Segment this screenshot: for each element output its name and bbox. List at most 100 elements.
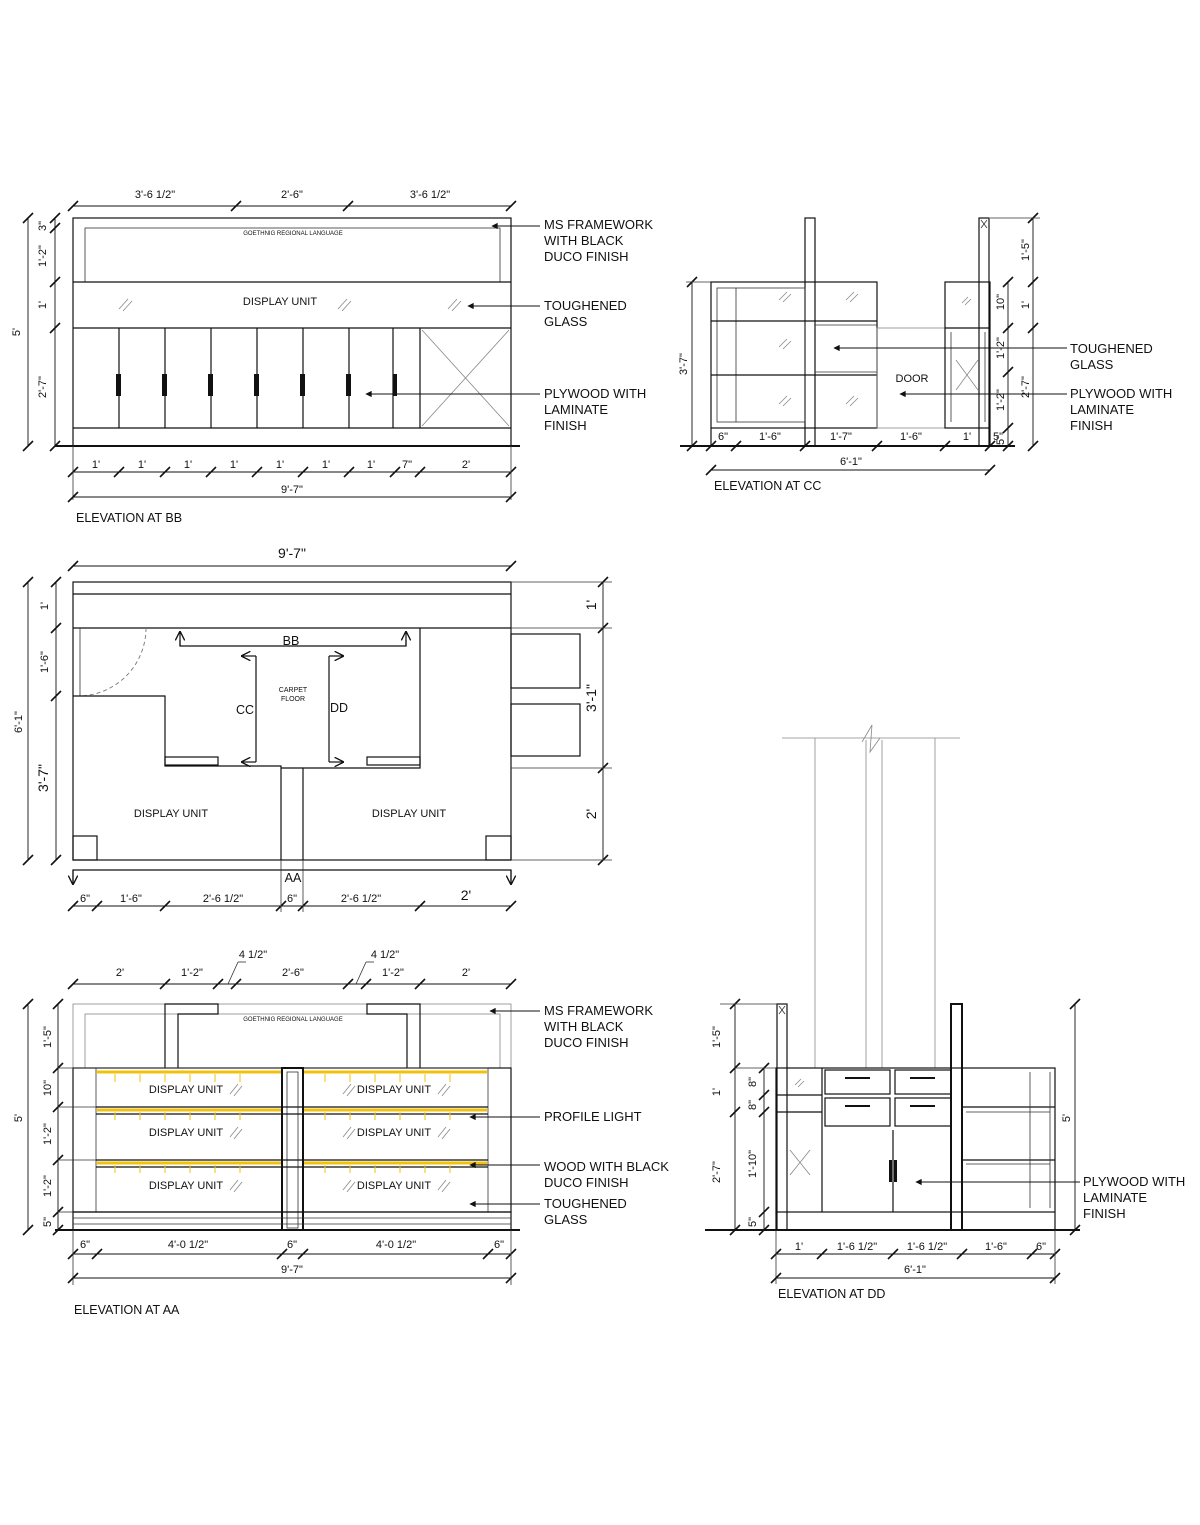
cc-bottom-dim-2: 1'-6" xyxy=(759,431,781,443)
bb-left-dim-4: 2'-7" xyxy=(37,376,49,398)
aa-top-dim-4: 1'-2" xyxy=(382,967,404,979)
plan-bottom-dim-3: 2'-6 1/2" xyxy=(203,893,243,905)
aa-unit-5: DISPLAY UNIT xyxy=(149,1180,223,1192)
aa-left-dim-4: 1'-2" xyxy=(42,1175,54,1197)
cc-right-dim-inner-4: 5" xyxy=(995,435,1007,445)
aa-title: ELEVATION AT AA xyxy=(74,1303,180,1317)
bb-bottom-dim-8: 7" xyxy=(402,459,412,471)
plan-right-dim-2: 3'-1" xyxy=(583,684,599,712)
dd-left-outer-3: 2'-7" xyxy=(711,1161,723,1183)
section-aa: AA xyxy=(285,871,302,885)
dd-overall-width: 6'-1" xyxy=(904,1264,926,1276)
bb-top-dim-1: 3'-6 1/2" xyxy=(135,189,175,201)
dd-bottom-dim-3: 1'-6 1/2" xyxy=(907,1241,947,1253)
plan-right-dim-1: 1' xyxy=(583,600,599,610)
cc-glass-hatch xyxy=(778,291,859,407)
cc-right-dim-outer-3: 2'-7" xyxy=(1020,376,1032,398)
elevation-dd: 1'-5" 1' 2'-7" 8" 8" 1'-10" 5" 5' 1' 1'-… xyxy=(705,724,1185,1301)
aa-top-dim-1: 2' xyxy=(116,967,124,979)
plan-bottom-dim-1: 6" xyxy=(80,893,90,905)
aa-overall-height: 5' xyxy=(13,1114,25,1122)
bb-left-dim-1: 3" xyxy=(37,221,49,231)
aa-unit-3: DISPLAY UNIT xyxy=(149,1127,223,1139)
plan-left-dim-3: 3'-7" xyxy=(35,764,51,792)
cc-bottom-dim-3: 1'-7" xyxy=(830,431,852,443)
aa-unit-1: DISPLAY UNIT xyxy=(149,1084,223,1096)
bb-left-dim-2: 1'-2" xyxy=(37,245,49,267)
aa-glass-hatch xyxy=(229,1083,451,1193)
dd-column xyxy=(782,724,960,1068)
dd-left-inner-3: 1'-10" xyxy=(747,1150,759,1178)
aa-left-dim-3: 1'-2" xyxy=(42,1123,54,1145)
dd-left-outer-2: 1' xyxy=(711,1088,723,1096)
cc-door-label: DOOR xyxy=(896,373,929,385)
aa-top-dim-2: 1'-2" xyxy=(181,967,203,979)
bb-title: ELEVATION AT BB xyxy=(76,511,182,525)
aa-bottom-dim-1: 6" xyxy=(80,1239,90,1251)
bb-bottom-dim-4: 1' xyxy=(230,459,238,471)
plan-unit-right: DISPLAY UNIT xyxy=(372,808,446,820)
aa-bottom-dim-4: 4'-0 1/2" xyxy=(376,1239,416,1251)
cc-right-dim-inner-1: 10" xyxy=(995,294,1007,310)
elevation-aa: GOETHNIG REGIONAL LANGUAGE DISPLAY UNIT … xyxy=(13,949,669,1317)
bb-left-dim-3: 1' xyxy=(37,301,49,309)
bb-overall-width: 9'-7" xyxy=(281,484,303,496)
aa-left-dim-5: 5" xyxy=(42,1217,54,1227)
bb-bottom-dim-3: 1' xyxy=(184,459,192,471)
bb-signage-text: GOETHNIG REGIONAL LANGUAGE xyxy=(243,231,342,237)
bb-open-shelf-cross xyxy=(421,329,510,427)
aa-unit-6: DISPLAY UNIT xyxy=(357,1180,431,1192)
aa-left-dim-1: 1'-5" xyxy=(42,1026,54,1048)
aa-signage-text: GOETHNIG REGIONAL LANGUAGE xyxy=(243,1017,342,1023)
bb-bottom-dim-7: 1' xyxy=(367,459,375,471)
cc-left-dim: 3'-7" xyxy=(678,353,690,375)
plan-bottom-dim-4: 6" xyxy=(287,893,297,905)
aa-top-small-2: 4 1/2" xyxy=(371,949,399,961)
plan-left-overall: 6'-1" xyxy=(13,711,25,733)
cc-overall-width: 6'-1" xyxy=(840,456,862,468)
aa-left-dim-2: 10" xyxy=(42,1080,54,1096)
aa-bottom-dim-5: 6" xyxy=(494,1239,504,1251)
cc-bottom-dim-6: 5" xyxy=(993,431,1003,443)
dd-bottom-dim-5: 6" xyxy=(1036,1241,1046,1253)
aa-bottom-dim-3: 6" xyxy=(287,1239,297,1251)
bb-display-unit-label: DISPLAY UNIT xyxy=(243,296,317,308)
dd-bottom-dim-4: 1'-6" xyxy=(985,1241,1007,1253)
aa-unit-2: DISPLAY UNIT xyxy=(357,1084,431,1096)
dd-left-inner-4: 5" xyxy=(747,1217,759,1227)
cc-bottom-dim-1: 6" xyxy=(718,431,728,443)
elevation-bb: GOETHNIG REGIONAL LANGUAGE DISPLAY UNIT … xyxy=(11,189,653,525)
cc-right-dim-outer-2: 1' xyxy=(1020,301,1032,309)
dd-left-outer-1: 1'-5" xyxy=(711,1026,723,1048)
plan-left-dim-1: 1' xyxy=(39,602,51,610)
bb-bottom-dim-1: 1' xyxy=(92,459,100,471)
aa-top-dim-5: 2' xyxy=(462,967,470,979)
elevation-cc: DOOR 3'-7" 1'-5" 1' 2'-7" 10" 1'-2" 1'-2… xyxy=(678,212,1172,493)
cc-right-dim-outer-1: 1'-5" xyxy=(1020,239,1032,261)
bb-bottom-dim-6: 1' xyxy=(322,459,330,471)
plan-bottom-dim-6: 2' xyxy=(461,887,471,903)
section-bb: BB xyxy=(283,634,300,648)
section-cc: CC xyxy=(236,703,254,717)
dd-left-inner-2: 8" xyxy=(747,1100,759,1110)
bb-glass-hatch xyxy=(118,298,462,312)
plan-unit-left: DISPLAY UNIT xyxy=(134,808,208,820)
plan-top-dim: 9'-7" xyxy=(278,545,306,561)
bb-overall-height: 5' xyxy=(11,328,23,336)
dd-bottom-dim-1: 1' xyxy=(795,1241,803,1253)
aa-bottom-dim-2: 4'-0 1/2" xyxy=(168,1239,208,1251)
dd-title: ELEVATION AT DD xyxy=(778,1287,885,1301)
cc-bottom-dim-5: 1' xyxy=(963,431,971,443)
